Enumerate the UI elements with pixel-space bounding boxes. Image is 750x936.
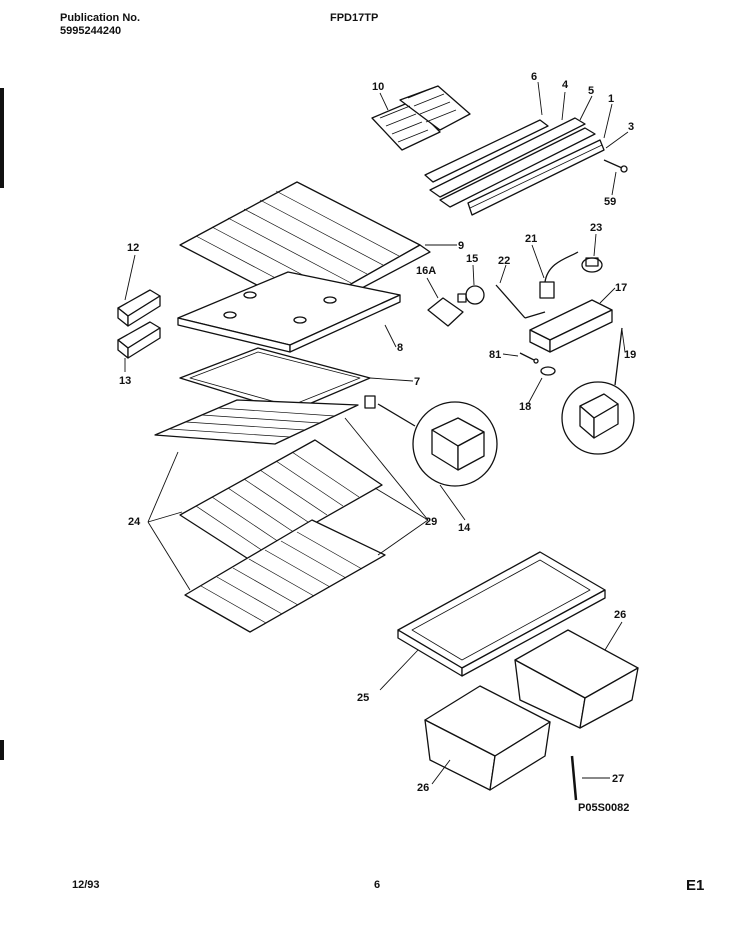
callout-labels: 10 6 4 5 1 3 59 9 12 16A 15 21 23 22 17 … <box>119 71 636 814</box>
shelf-frame-part <box>177 271 401 353</box>
callout-label: 23 <box>590 222 602 234</box>
callout-label: 14 <box>458 522 471 534</box>
callout-label: 22 <box>498 255 510 267</box>
callout-label: 3 <box>628 121 634 133</box>
crisper-drawer-part <box>424 685 551 791</box>
callout-label: 29 <box>425 516 437 528</box>
callout-label: 16A <box>416 265 436 277</box>
wire-shelf-part <box>184 519 386 633</box>
ice-tray-part <box>371 85 471 151</box>
screw-part <box>603 159 628 173</box>
page-number: 6 <box>374 879 381 891</box>
callout-label: 9 <box>458 240 464 252</box>
control-housing-part <box>529 299 613 353</box>
model-number: FPD17TP <box>330 12 379 24</box>
rail-assembly-part <box>424 117 605 216</box>
wire-shelf-part <box>179 439 383 561</box>
leader-lines <box>124 81 629 785</box>
callout-label: 13 <box>119 375 131 387</box>
callout-label: 1 <box>608 93 614 105</box>
callout-label: 15 <box>466 253 478 265</box>
revision-date: 12/93 <box>72 879 100 891</box>
callout-label: 7 <box>414 376 420 388</box>
callout-label: 81 <box>489 349 501 361</box>
callout-label: 19 <box>624 349 636 361</box>
callout-label: 8 <box>397 342 403 354</box>
drawing-code: P05S0082 <box>578 802 629 814</box>
door-bin-part <box>117 289 161 327</box>
callout-label: 10 <box>372 81 384 93</box>
callout-label: 5 <box>588 85 594 97</box>
callout-label: 26 <box>614 609 626 621</box>
callout-label: 4 <box>562 79 569 91</box>
lamp-socket-part <box>427 297 464 327</box>
pin-part <box>570 755 578 801</box>
section-code: E1 <box>686 877 705 894</box>
scan-edge-mark <box>0 740 4 760</box>
crisper-cover-part <box>397 551 606 677</box>
callout-label: 6 <box>531 71 537 83</box>
rod-part <box>495 284 546 319</box>
callout-label: 59 <box>604 196 616 208</box>
screw-part <box>519 352 539 364</box>
knob-part <box>540 366 556 376</box>
callout-label: 27 <box>612 773 624 785</box>
callout-label: 26 <box>417 782 429 794</box>
wire-shelf-part <box>154 399 359 445</box>
publication-label: Publication No. <box>60 12 141 24</box>
control-knob-part <box>581 257 603 273</box>
callout-label: 21 <box>525 233 537 245</box>
door-bin-part <box>117 321 161 359</box>
callout-label: 25 <box>357 692 369 704</box>
light-bulb-part <box>457 285 485 305</box>
callout-label: 17 <box>615 282 627 294</box>
callout-label: 18 <box>519 401 531 413</box>
publication-number: 5995244240 <box>60 25 122 37</box>
callout-label: 24 <box>128 516 141 528</box>
crisper-drawer-part <box>514 629 639 729</box>
switch-detail-callout <box>561 327 635 455</box>
switch-part <box>539 251 579 299</box>
callout-label: 12 <box>127 242 139 254</box>
scan-edge-mark <box>0 88 4 188</box>
hinge-detail-callout <box>364 395 498 487</box>
